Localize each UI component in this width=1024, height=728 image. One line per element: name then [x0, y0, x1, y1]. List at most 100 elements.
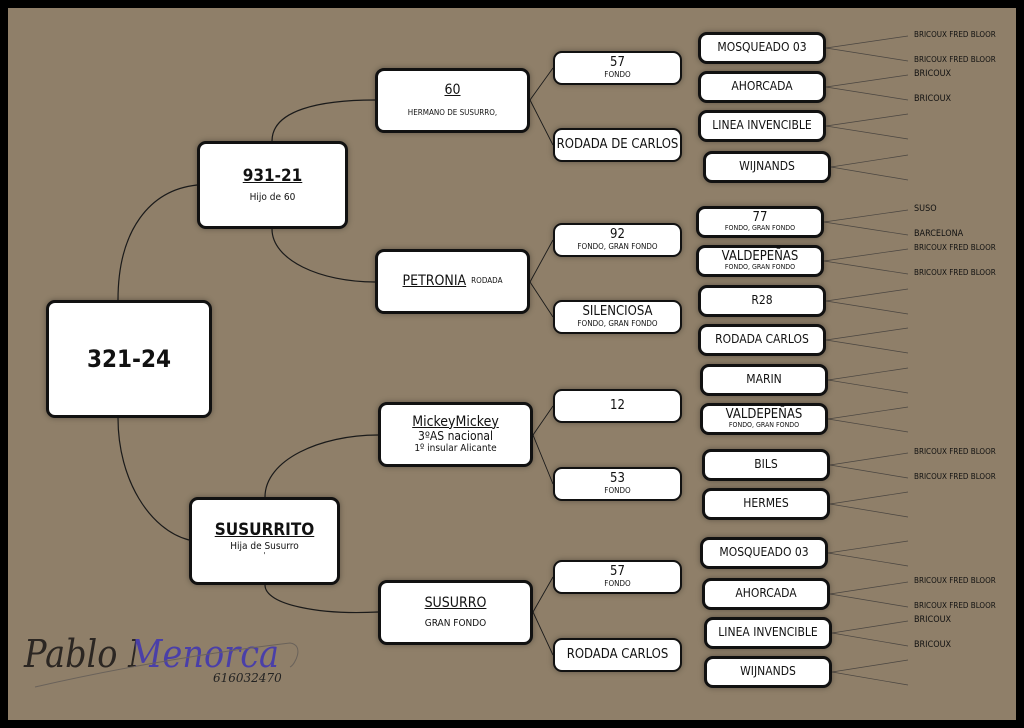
gen4-box[interactable]: BILS — [702, 449, 830, 481]
arrow-line — [825, 86, 909, 101]
gen4-name: MARIN — [746, 372, 782, 387]
arrow-line — [829, 452, 909, 466]
gen4-box[interactable]: AHORCADA — [702, 578, 830, 610]
gen2-note: RODADA — [471, 276, 503, 286]
gen4-box[interactable]: WIJNANDS — [704, 656, 832, 688]
arrow-line — [827, 379, 909, 394]
connector-line — [529, 281, 554, 318]
gen5-label: BRICOUX — [914, 69, 952, 79]
gen4-name: AHORCADA — [731, 79, 793, 94]
gen4-name: VALDEPEÑAS — [721, 249, 799, 264]
gen4-box[interactable]: HERMES — [702, 488, 830, 520]
connector-line — [532, 434, 554, 485]
connector-line — [264, 584, 379, 614]
gen5-label: BARCELONA — [914, 229, 964, 239]
gen4-name: WIJNANDS — [740, 664, 796, 679]
arrow-line — [829, 593, 909, 608]
signature-name: Pablo Menorca — [23, 632, 279, 676]
sire-name: 931-21 — [242, 166, 303, 187]
arrow-line — [827, 552, 909, 567]
signature-swoosh — [34, 642, 299, 688]
gen3-note: FONDO — [604, 69, 631, 79]
gen2-box[interactable]: PETRONIA RODADA — [375, 249, 530, 314]
gen2-box[interactable]: MickeyMickey 3ºAS nacional 1º insular Al… — [378, 402, 533, 467]
gen3-name: RODADA CARLOS — [566, 646, 669, 662]
gen2-note: HERMANO DE SUSURRO, — [407, 107, 498, 117]
arrow-line — [831, 620, 909, 634]
sire-note: Hijo de 60 — [249, 191, 296, 203]
arrow-line — [829, 581, 909, 595]
gen2-box[interactable]: SUSURRO GRAN FONDO — [378, 580, 533, 645]
gen4-box[interactable]: LINEA INVENCIBLE — [698, 110, 826, 142]
gen2-note: GRAN FONDO — [424, 617, 487, 629]
gen4-name: BILS — [754, 457, 778, 472]
gen3-name: 53 — [610, 471, 625, 487]
gen4-note: FONDO, GRAN FONDO — [728, 421, 800, 430]
gen3-note: FONDO — [604, 485, 631, 495]
dam-box[interactable]: SUSURRITO Hija de Susurro ' — [189, 497, 340, 585]
gen4-box[interactable]: MARIN — [700, 364, 828, 396]
arrow-line — [825, 339, 909, 354]
arrow-line — [829, 464, 909, 479]
gen3-name: 92 — [610, 227, 625, 243]
sire-box[interactable]: 931-21 Hijo de 60 — [197, 141, 348, 229]
arrow-line — [823, 248, 909, 262]
gen3-name: 12 — [610, 397, 625, 413]
arrow-line — [825, 113, 909, 127]
arrow-line — [823, 260, 909, 275]
gen2-name: 60 — [444, 82, 461, 99]
gen5-label: BRICOUX FRED BLOOR — [914, 447, 996, 456]
gen5-label: BRICOUX — [914, 640, 952, 650]
connector-line — [532, 611, 554, 656]
connector-line — [529, 239, 554, 283]
gen4-box[interactable]: WIJNANDS — [703, 151, 831, 183]
arrow-line — [827, 540, 909, 554]
arrow-line — [825, 125, 909, 140]
gen3-name: 57 — [610, 564, 625, 580]
gen2-name: SUSURRO — [424, 595, 487, 612]
gen2-name: MickeyMickey — [412, 413, 499, 430]
connector-line — [532, 405, 554, 436]
gen3-box[interactable]: RODADA DE CARLOS — [553, 128, 682, 162]
gen4-box[interactable]: AHORCADA — [698, 71, 826, 103]
root-box[interactable]: 321-24 — [46, 300, 212, 418]
root-name: 321-24 — [86, 344, 172, 373]
dam-note: Hija de Susurro — [230, 541, 299, 553]
gen5-label: BRICOUX FRED BLOOR — [914, 576, 996, 585]
arrow-line — [825, 35, 909, 49]
gen4-box[interactable]: LINEA INVENCIBLE — [704, 617, 832, 649]
gen3-box[interactable]: 12 — [553, 389, 682, 423]
gen4-name: RODADA CARLOS — [715, 332, 809, 347]
connector-line — [271, 228, 376, 283]
gen5-label: BRICOUX FRED BLOOR — [914, 268, 996, 277]
gen4-name: R28 — [751, 293, 773, 308]
gen3-box[interactable]: RODADA CARLOS — [553, 638, 682, 672]
dam-name: SUSURRITO — [214, 519, 315, 540]
gen5-label: BRICOUX FRED BLOOR — [914, 601, 996, 610]
arrow-line — [831, 671, 909, 686]
arrow-line — [829, 491, 909, 505]
gen4-box[interactable]: MOSQUEADO 03 — [700, 537, 828, 569]
gen2-box[interactable]: 60 HERMANO DE SUSURRO, — [375, 68, 530, 133]
gen4-box[interactable]: MOSQUEADO 03 — [698, 32, 826, 64]
arrow-line — [825, 300, 909, 315]
gen5-label: BRICOUX — [914, 615, 952, 625]
gen4-box[interactable]: R28 — [698, 285, 826, 317]
gen4-name: VALDEPEÑAS — [725, 407, 803, 422]
arrow-line — [829, 503, 909, 518]
gen4-box[interactable]: RODADA CARLOS — [698, 324, 826, 356]
gen3-name: SILENCIOSA — [582, 304, 653, 320]
arrow-line — [827, 406, 909, 420]
connector-line — [264, 434, 379, 498]
gen5-label: BRICOUX FRED BLOOR — [914, 55, 996, 64]
signature-logo: Pablo Menorca — [23, 632, 299, 688]
arrow-line — [830, 166, 909, 181]
